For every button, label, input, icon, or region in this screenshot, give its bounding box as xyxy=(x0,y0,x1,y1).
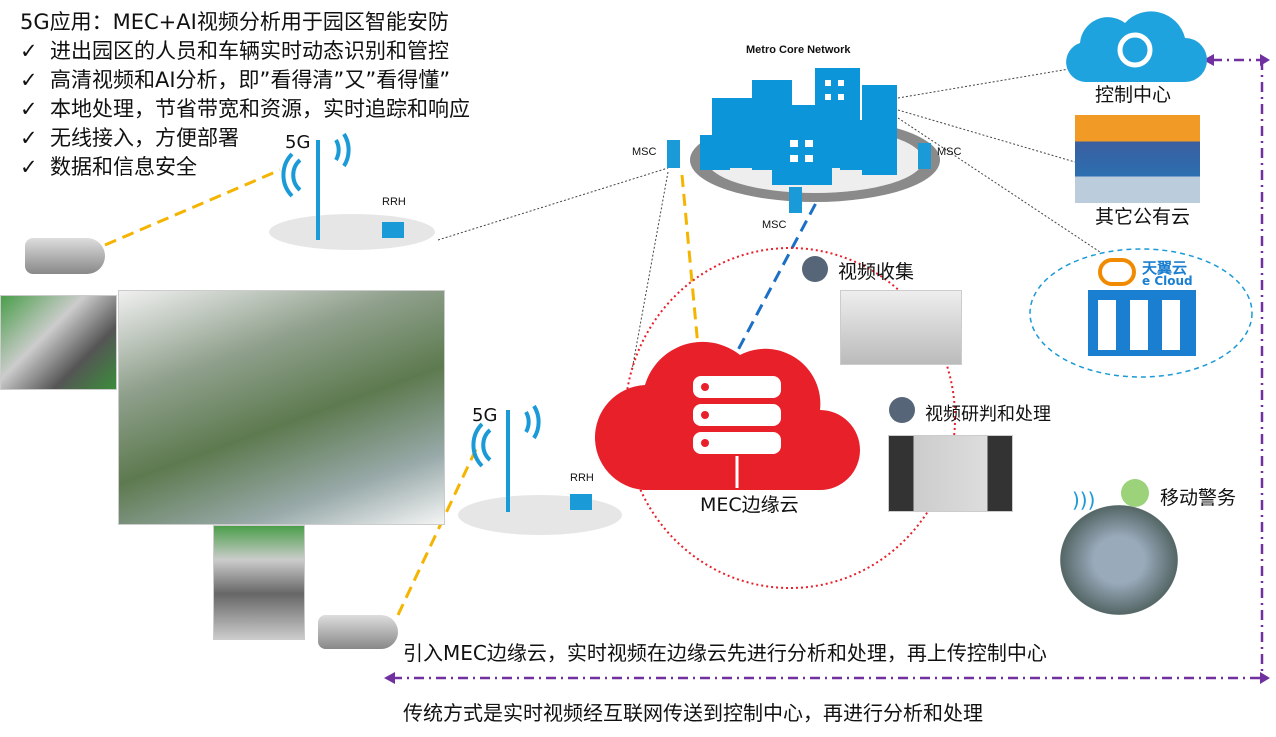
tower-label: 5G xyxy=(285,132,311,153)
bullet: 数据和信息安全 xyxy=(50,155,197,179)
video-analysis-label: 视频研判和处理 xyxy=(925,404,1051,425)
video-collect-screenshot xyxy=(840,290,962,365)
metro-core-label: Metro Core Network xyxy=(746,44,851,56)
ecloud-logo-cn: 天翼云 xyxy=(1142,259,1188,277)
mec-path-caption: 引入MEC边缘云，实时视频在边缘云先进行分析和处理，再上传控制中心 xyxy=(403,641,1047,665)
traffic-intersection-image xyxy=(0,295,117,390)
rrh-label: RRH xyxy=(570,472,594,484)
ecloud-logo-en: e Cloud xyxy=(1142,274,1193,288)
mobile-police-image xyxy=(1060,505,1178,615)
msc-label: MSC xyxy=(632,146,657,158)
check-icon: ✓ xyxy=(20,126,38,150)
campus-aerial-image xyxy=(118,290,445,525)
tower-label: 5G xyxy=(472,405,498,426)
ecloud-icon xyxy=(1098,258,1136,286)
check-icon: ✓ xyxy=(20,97,38,121)
intro-title: 5G应用：MEC+AI视频分析用于园区智能安防 xyxy=(20,10,449,34)
check-icon: ✓ xyxy=(20,39,38,63)
video-analysis-screenshot xyxy=(888,435,1013,512)
check-icon: ✓ xyxy=(20,68,38,92)
other-cloud-label: 其它公有云 xyxy=(1095,206,1191,228)
mec-cloud-label: MEC边缘云 xyxy=(700,494,799,516)
control-center-label: 控制中心 xyxy=(1095,84,1172,106)
rrh-label: RRH xyxy=(382,196,406,208)
msc-label: MSC xyxy=(762,219,787,231)
wifi-icon: ))) xyxy=(1072,488,1096,512)
traditional-path-caption: 传统方式是实时视频经互联网传送到控制中心，再进行分析和处理 xyxy=(403,701,983,725)
bullet: 本地处理，节省带宽和资源，实时追踪和响应 xyxy=(50,97,470,121)
mobile-police-label: 移动警务 xyxy=(1160,487,1237,509)
intro-text: 5G应用：MEC+AI视频分析用于园区智能安防 ✓ 进出园区的人员和车辆实时动态识… xyxy=(20,8,470,182)
msc-label: MSC xyxy=(937,146,962,158)
bullet: 进出园区的人员和车辆实时动态识别和管控 xyxy=(50,39,449,63)
bullet: 无线接入，方便部署 xyxy=(50,126,239,150)
public-cloud-image xyxy=(1075,115,1200,203)
video-collect-label: 视频收集 xyxy=(838,261,915,283)
check-icon: ✓ xyxy=(20,155,38,179)
camera-icon xyxy=(318,615,398,649)
camera-icon xyxy=(25,238,105,274)
bullet: 高清视频和AI分析，即”看得清”又”看得懂” xyxy=(50,68,451,92)
traffic-intersection-image xyxy=(213,525,305,640)
